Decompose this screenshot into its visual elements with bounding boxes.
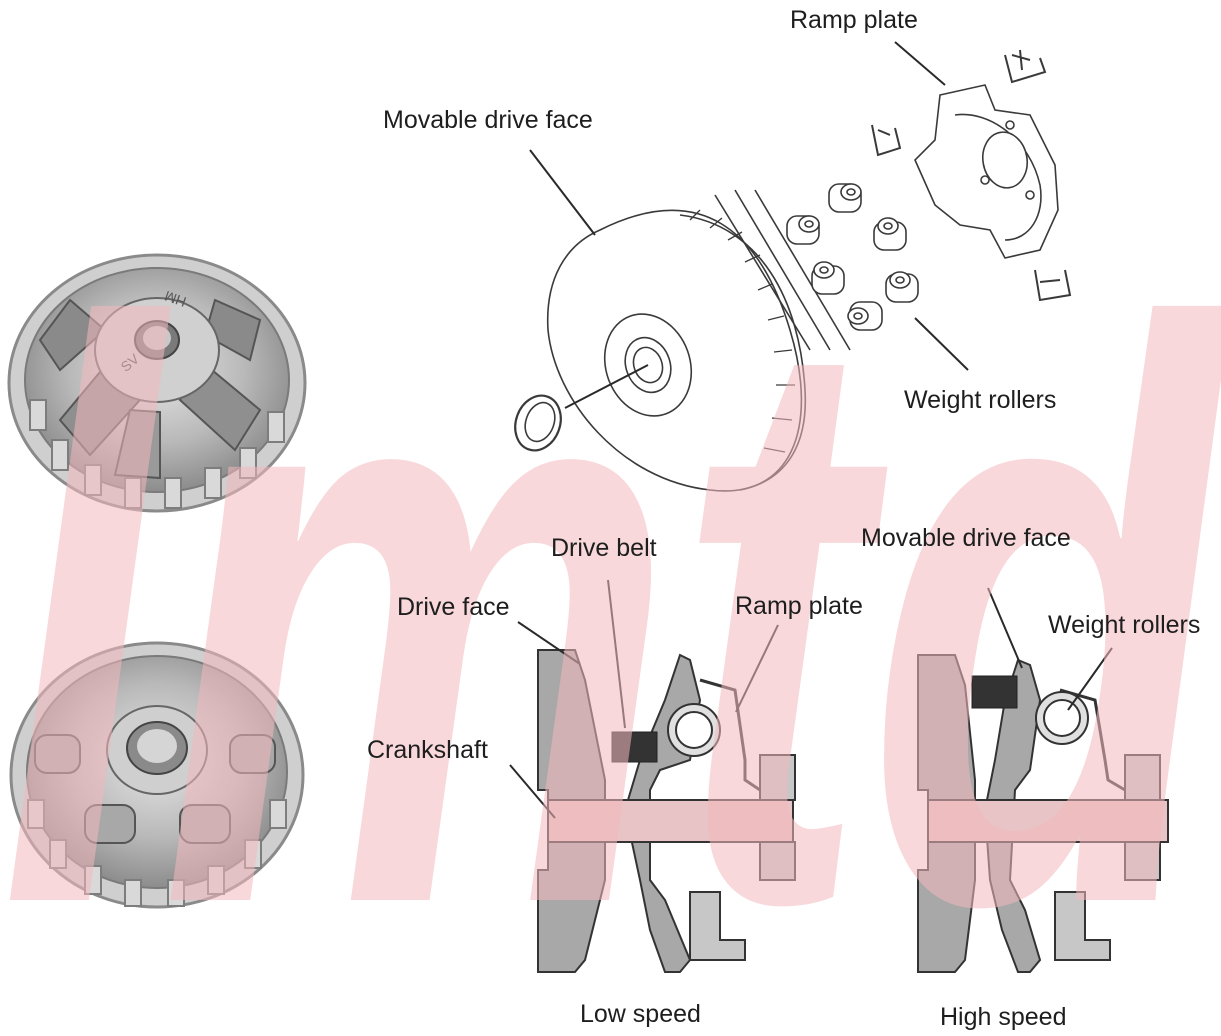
label-ramp-plate-bottom: Ramp plate <box>735 592 863 620</box>
slider-clip-parts <box>871 49 1072 302</box>
cross-section-low-speed <box>537 649 796 973</box>
leader-ramp-plate-top <box>894 41 946 86</box>
leader-drive-face <box>517 621 581 665</box>
label-weight-rollers-bottom: Weight rollers <box>1048 611 1201 639</box>
label-drive-belt: Drive belt <box>551 534 657 562</box>
label-crankshaft: Crankshaft <box>367 736 488 764</box>
label-movable-drive-face-bottom: Movable drive face <box>861 524 1071 552</box>
label-weight-rollers-top: Weight rollers <box>904 386 1057 414</box>
leader-lines <box>509 41 1113 819</box>
photo-movable-drive-face-bottom <box>9 641 305 909</box>
cross-section-high-speed <box>917 654 1169 973</box>
photo-marking-hm: HM <box>162 288 188 310</box>
leader-movable-drive-face-top <box>529 149 596 236</box>
exploded-view <box>514 49 1072 492</box>
leader-drive-belt <box>607 579 626 729</box>
leader-weight-rollers-top <box>914 317 969 371</box>
leader-movable-drive-face-bottom <box>987 587 1023 669</box>
label-ramp-plate-top: Ramp plate <box>790 6 918 34</box>
leader-ramp-plate-bottom <box>735 624 779 713</box>
label-high-speed: High speed <box>940 1003 1067 1031</box>
label-drive-face: Drive face <box>397 593 510 621</box>
seal-ring-part <box>514 394 562 452</box>
leader-seal-ring <box>564 364 649 409</box>
ramp-plate-part <box>914 84 1059 259</box>
photo-ramp-plate-top: HM SV <box>7 253 307 513</box>
leader-weight-rollers-bottom <box>1067 647 1113 711</box>
weight-roller-parts <box>786 183 919 331</box>
label-low-speed: Low speed <box>580 1000 701 1028</box>
label-movable-drive-face-top: Movable drive face <box>383 106 593 134</box>
leader-crankshaft <box>509 764 556 819</box>
movable-drive-face-part <box>546 209 807 492</box>
